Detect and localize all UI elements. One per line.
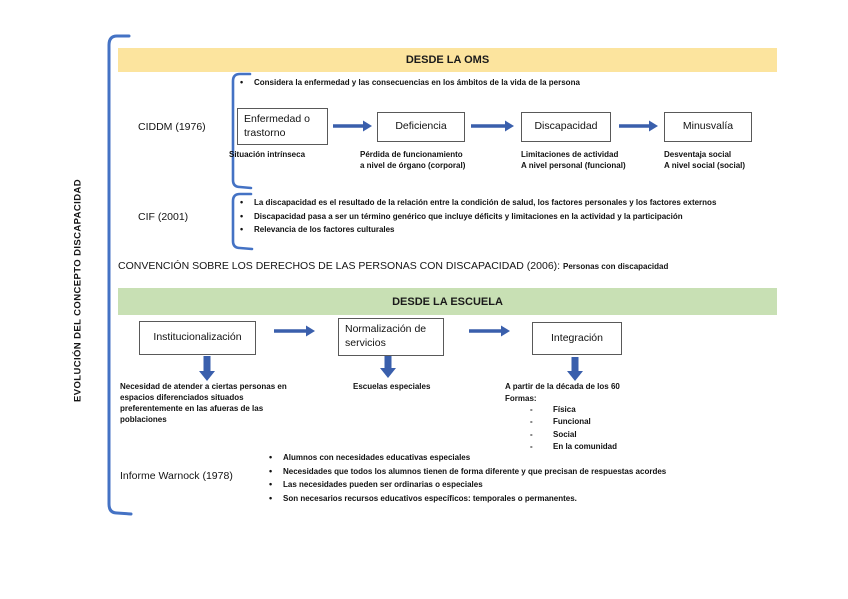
arrow-down-integracion [567, 357, 583, 381]
caption-discapacidad: Limitaciones de actividad A nivel person… [521, 149, 626, 171]
arrow-down-normalizacion [380, 356, 396, 378]
list-item: Alumnos con necesidades educativas espec… [267, 451, 666, 465]
caption-minusvalia: Desventaja social A nivel social (social… [664, 149, 745, 171]
caption-line: Desventaja social [664, 150, 732, 159]
arrow-down-institucionalizacion [199, 356, 215, 381]
caption-line: Pérdida de funcionamiento [360, 150, 463, 159]
caption-line: A nivel personal (funcional) [521, 161, 626, 170]
arrow-right-deficiencia-discapacidad [471, 120, 514, 132]
caption-deficiencia: Pérdida de funcionamiento a nivel de órg… [360, 149, 465, 171]
banner-desde-la-escuela: DESDE LA ESCUELA [118, 288, 777, 315]
vertical-axis-title: EVOLUCIÓN DEL CONCEPTO DISCAPACIDAD [72, 178, 84, 403]
cif-label: CIF (2001) [138, 211, 189, 223]
caption-enfermedad: Situación intrínseca [229, 149, 305, 160]
list-item: La discapacidad es el resultado de la re… [238, 196, 716, 210]
arrow-right-enfermedad-deficiencia [333, 120, 372, 132]
integracion-intro: A partir de la década de los 60 [505, 382, 620, 391]
forma-item: Física [505, 404, 620, 417]
flow-box-normalizacion: Normalización de servicios [338, 318, 444, 356]
formas-label: Formas: [505, 393, 537, 403]
convencion-heading: CONVENCIÓN SOBRE LOS DERECHOS DE LAS PER… [118, 256, 668, 274]
list-item: Las necesidades pueden ser ordinarias o … [267, 478, 666, 492]
convencion-title: CONVENCIÓN SOBRE LOS DERECHOS DE LAS PER… [118, 260, 563, 272]
main-bracket [107, 34, 133, 516]
list-item: Considera la enfermedad y las consecuenc… [238, 76, 580, 90]
list-item: Son necesarios recursos educativos espec… [267, 492, 666, 506]
warnock-bullets: Alumnos con necesidades educativas espec… [267, 451, 666, 505]
list-item: Relevancia de los factores culturales [238, 223, 716, 237]
flow-box-institucionalizacion: Institucionalización [139, 321, 256, 355]
caption-integracion: A partir de la década de los 60 Formas: … [505, 381, 620, 454]
caption-institucionalizacion: Necesidad de atender a ciertas personas … [120, 382, 287, 424]
list-item: Necesidades que todos los alumnos tienen… [267, 465, 666, 479]
arrow-right-normalizacion-integracion [469, 325, 510, 337]
arrow-right-institucionalizacion-normalizacion [274, 325, 315, 337]
caption-line: A nivel social (social) [664, 161, 746, 170]
caption-line: Limitaciones de actividad [521, 150, 619, 159]
ciddm-label: CIDDM (1976) [138, 121, 206, 133]
flow-box-integracion: Integración [532, 322, 622, 355]
forma-item: En la comunidad [505, 441, 620, 454]
forma-item: Social [505, 429, 620, 442]
forma-item: Funcional [505, 416, 620, 429]
list-item: Discapacidad pasa a ser un término genér… [238, 210, 716, 224]
flow-box-discapacidad: Discapacidad [521, 112, 611, 142]
cif-bullets: La discapacidad es el resultado de la re… [238, 196, 716, 237]
caption-line: a nivel de órgano (corporal) [360, 161, 466, 170]
convencion-note: Personas con discapacidad [563, 262, 669, 271]
banner-desde-la-oms: DESDE LA OMS [118, 48, 777, 72]
arrow-right-discapacidad-minusvalia [619, 120, 658, 132]
caption-line: Situación intrínseca [229, 150, 306, 159]
warnock-label: Informe Warnock (1978) [120, 470, 233, 482]
flow-box-enfermedad: Enfermedad o trastorno [237, 108, 328, 145]
flow-box-minusvalia: Minusvalía [664, 112, 752, 142]
oms-intro-bullets: Considera la enfermedad y las consecuenc… [238, 76, 580, 90]
caption-normalizacion: Escuelas especiales [353, 382, 431, 391]
flow-box-deficiencia: Deficiencia [377, 112, 465, 142]
